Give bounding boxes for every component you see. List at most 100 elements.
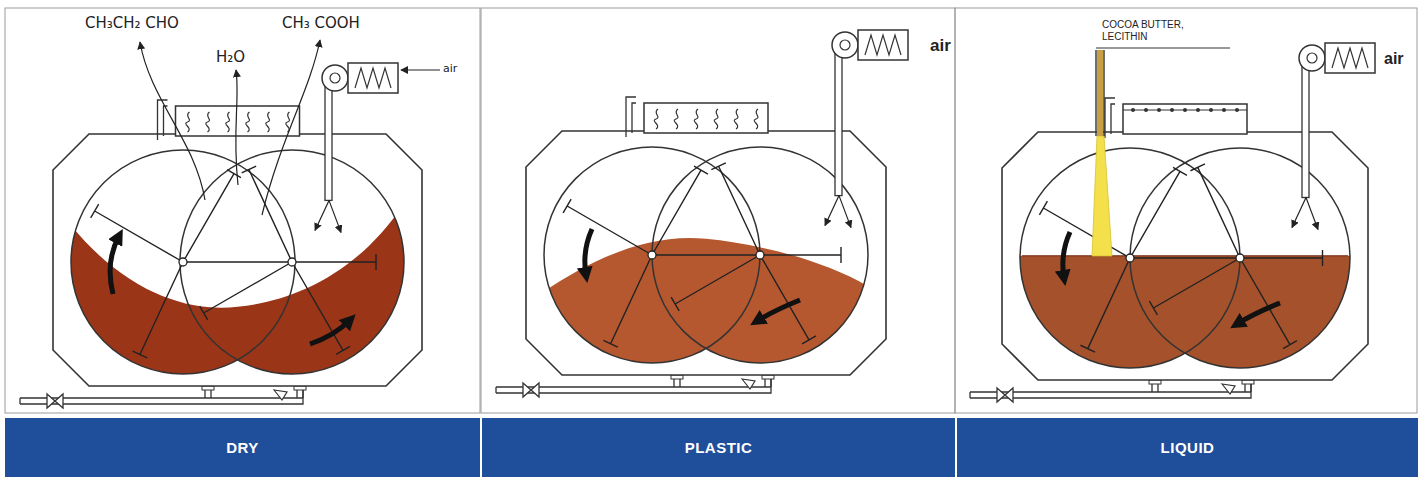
connecting-bar [1130, 250, 1323, 266]
stirring-arm [1149, 258, 1240, 315]
shaft [1126, 254, 1134, 262]
vent-squiggle [206, 112, 210, 132]
vent-squiggle [734, 109, 738, 129]
shaft [1236, 254, 1244, 262]
heater-coil [865, 35, 901, 55]
rotation-arrow [757, 300, 800, 321]
connecting-bar [183, 254, 376, 270]
fan-hub [1307, 53, 1317, 63]
heater-coil [1332, 48, 1368, 68]
side-tube [626, 97, 636, 137]
stirring-arm [91, 204, 183, 262]
shaft [756, 251, 764, 259]
conche-housing [53, 134, 422, 386]
fan-hub [840, 40, 850, 50]
vent-squiggle [186, 112, 190, 132]
stirring-arm [563, 199, 652, 255]
conche-machine [496, 30, 908, 397]
stirring-arm [603, 255, 652, 347]
phase-name: LIQUID [1161, 439, 1215, 456]
vent-hood [644, 103, 768, 133]
air-duct [325, 86, 332, 200]
valve-symbol [523, 383, 539, 397]
vapour-arrow [262, 40, 320, 215]
stirring-arm [1080, 258, 1130, 352]
phase-band: PLASTIC [482, 418, 955, 477]
vent-squiggle [266, 112, 270, 132]
air-flow-arrow [329, 200, 341, 232]
valve-symbol [997, 388, 1013, 402]
vent-squiggle [286, 112, 290, 132]
chocolate-mass [542, 142, 870, 363]
air-inlet-arrow [401, 70, 440, 71]
rotation-arrow [1063, 232, 1070, 278]
rotation-arrow [585, 229, 592, 275]
liquid-surface [1022, 255, 1348, 256]
chemical-formula: CH₃ COOH [282, 14, 360, 32]
stirring-arm [671, 255, 760, 311]
air-label: air [443, 62, 457, 75]
valve-symbol [47, 394, 63, 408]
stirring-arm [711, 163, 760, 255]
label-leader [1096, 48, 1230, 49]
stirring-arm [1039, 201, 1130, 258]
rotation-arrow [110, 236, 119, 294]
vapour-arrow [140, 42, 205, 200]
panel-frame [955, 8, 1417, 413]
conche-housing [526, 131, 886, 375]
fan-scroll [832, 32, 858, 58]
chemical-formula: CH₃CH₂ CHO [85, 14, 179, 32]
ingredient-label: COCOA BUTTER, LECITHIN [1102, 19, 1194, 43]
vent-rim [1123, 110, 1247, 111]
rotation-arrow [1237, 303, 1280, 324]
vent-squiggle [226, 112, 230, 132]
chemical-formula: H₂O [216, 48, 245, 66]
stirring-arm [1240, 258, 1297, 349]
cocoa-butter-stream [1092, 136, 1112, 256]
vent-hood [1123, 104, 1247, 134]
vent-squiggle [714, 109, 718, 129]
air-flow-arrow [1306, 198, 1318, 230]
stirring-arm [133, 262, 183, 358]
air-heater-box [348, 63, 398, 93]
vapour-arrow [236, 70, 238, 185]
side-tube [158, 100, 168, 140]
phase-name: DRY [226, 439, 259, 456]
air-label: air [930, 36, 951, 56]
heater-coil [355, 68, 391, 88]
air-heater-box [1325, 43, 1375, 73]
vent-squiggle [674, 109, 678, 129]
phase-band: DRY [5, 418, 480, 477]
air-flow-arrow [839, 196, 851, 228]
feed-tube [1096, 50, 1104, 136]
shaft [288, 258, 296, 266]
trough-outline [180, 150, 404, 374]
fan-scroll [322, 65, 348, 91]
shaft [179, 258, 187, 266]
stirring-arm [1190, 164, 1240, 258]
stirring-arm [652, 166, 708, 255]
small-valve [274, 390, 287, 400]
conche-machine [970, 43, 1375, 402]
phase-name: PLASTIC [685, 439, 753, 456]
shaft [648, 251, 656, 259]
air-duct [835, 53, 842, 196]
vent-squiggle [654, 109, 658, 129]
conche-machine [20, 40, 440, 408]
small-valve [1222, 384, 1235, 394]
air-heater-box [858, 30, 908, 60]
vent-squiggle [246, 112, 250, 132]
panel-frame [481, 8, 955, 413]
phase-band: LIQUID [957, 418, 1418, 477]
side-tube [1105, 98, 1115, 138]
vent-hood [176, 106, 300, 136]
vent-squiggle [694, 109, 698, 129]
panel-frame [5, 8, 480, 413]
trough-outline [1130, 148, 1350, 368]
air-flow-arrow [315, 200, 329, 230]
stirring-arm [183, 170, 241, 262]
air-duct [1302, 66, 1309, 198]
